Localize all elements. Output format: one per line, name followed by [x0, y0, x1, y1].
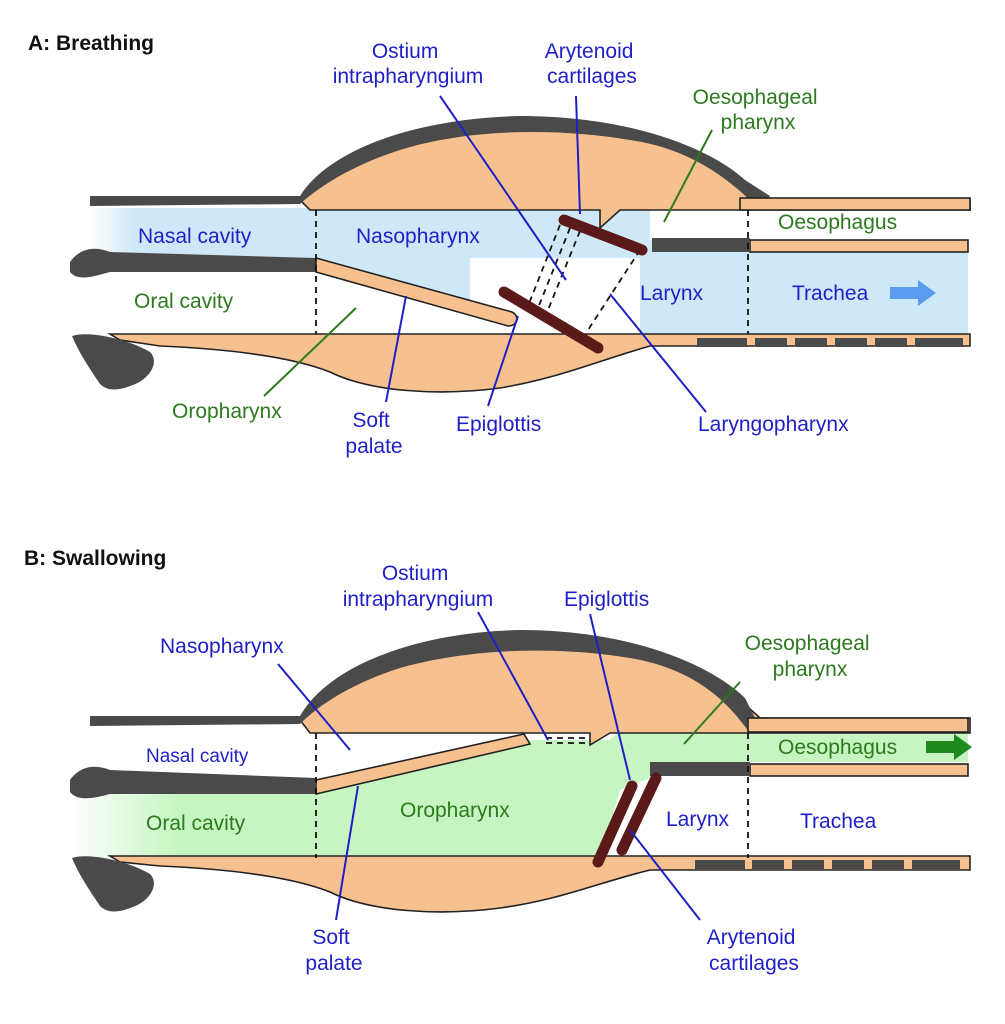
- pharynx-roof-wall-b: [90, 630, 760, 733]
- ostium-pointer-a: [439, 95, 567, 281]
- epiglottis-cartilage-a: [498, 286, 604, 354]
- ostium-dash-a3: [547, 230, 581, 311]
- oropharynx-label-b: Oropharynx: [400, 799, 510, 822]
- ostium-pointer-b: [477, 611, 549, 741]
- epiglottis-pointer-b: [589, 613, 631, 781]
- jaw-b: [72, 856, 154, 912]
- nasal-floor-b: [70, 766, 316, 799]
- tracheal-rings-a: [697, 338, 963, 347]
- oropharynx-label-a: Oropharynx: [172, 400, 282, 423]
- oesophagus-upper-wall-b: [747, 717, 969, 733]
- nasal-cavity-label-a: Nasal cavity: [138, 225, 252, 248]
- oesophageal-pharynx-label-a: Oesophageal pharynx: [693, 86, 824, 134]
- larynx-label-b: Larynx: [666, 808, 730, 831]
- larynx-label-a: Larynx: [640, 282, 704, 305]
- oral-cavity-label-b: Oral cavity: [146, 812, 246, 835]
- epiglottis-pointer-a: [487, 315, 519, 407]
- nasopharynx-label-a: Nasopharynx: [356, 225, 480, 248]
- ostium-dash-a1: [527, 224, 561, 307]
- nasopharynx-label-b: Nasopharynx: [160, 635, 284, 658]
- nasal-cavity-region-b: [80, 733, 530, 780]
- nasal-floor-a: [70, 248, 316, 278]
- tracheal-rings-b: [695, 860, 960, 869]
- panel-b-title: B: Swallowing: [24, 547, 166, 570]
- oesophageal-pharynx-label-b: Oesophageal pharynx: [745, 632, 876, 681]
- arytenoid-pointer-a: [575, 95, 581, 215]
- air-flow-arrow: [890, 280, 936, 306]
- oropharynx-pointer-a: [263, 307, 357, 397]
- nasal-cavity-label-b: Nasal cavity: [146, 746, 249, 767]
- oesophageal-floor-b: [650, 762, 750, 776]
- laryngopharynx-label-a: Laryngopharynx: [698, 413, 849, 436]
- trachea-label-a: Trachea: [792, 282, 869, 305]
- panel-b-swallowing: B: Swallowing: [24, 547, 972, 975]
- oesophageal-pharynx-pointer-a: [663, 129, 713, 223]
- oesophagus-lower-wall-a: [749, 239, 969, 253]
- jaw-a: [72, 334, 154, 390]
- arytenoid-pointer-b: [629, 829, 701, 921]
- oesophagus-label-a: Oesophagus: [778, 211, 897, 234]
- oral-cavity-region-a: [70, 272, 520, 336]
- food-flow-arrow: [926, 734, 972, 760]
- arytenoid-label-a: Arytenoid cartilages: [545, 40, 640, 88]
- panel-a-breathing: A: Breathing: [28, 32, 971, 458]
- epiglottis-cartilage-b: [592, 780, 638, 868]
- panel-a-title: A: Breathing: [28, 32, 154, 55]
- oesophagus-lower-wall-b: [749, 763, 969, 777]
- trachea-label-b: Trachea: [800, 810, 877, 833]
- oesophagus-channel-a: [650, 210, 968, 240]
- arytenoid-cartilage-b: [616, 772, 662, 856]
- foodflow-region-b: [70, 730, 968, 860]
- nasopharynx-pointer-b: [277, 663, 351, 751]
- oesophagus-upper-wall-a: [739, 197, 971, 211]
- ostium-label-a: Ostium intrapharyngium: [333, 40, 484, 88]
- pharynx-floor-tissue-a: [107, 333, 971, 393]
- ostium-label-b: Ostium intrapharyngium: [343, 562, 494, 611]
- soft-palate-pointer-b: [335, 785, 359, 921]
- larynx-region-b: [620, 776, 968, 858]
- oesophagus-label-b: Oesophagus: [778, 736, 897, 759]
- oesophageal-pharynx-pointer-b: [683, 681, 741, 745]
- ostium-dash-a2: [537, 227, 571, 309]
- arytenoid-label-b: Arytenoid cartilages: [707, 926, 802, 975]
- epiglottis-label-a: Epiglottis: [456, 413, 541, 436]
- laryngopharynx-pointer-a: [609, 293, 707, 413]
- epiglottis-label-b: Epiglottis: [564, 588, 649, 611]
- oral-cavity-label-a: Oral cavity: [134, 290, 234, 313]
- pharynx-roof-wall-a: [90, 116, 770, 210]
- oesophageal-floor-a: [652, 238, 750, 252]
- arytenoid-cartilage-a: [558, 214, 648, 256]
- soft-palate-label-a: Soft palate: [345, 409, 402, 458]
- soft-palate-pointer-a: [385, 295, 407, 403]
- boundary-dash-a3: [587, 249, 641, 331]
- pharynx-floor-tissue-b: [107, 855, 971, 913]
- soft-palate-label-b: Soft palate: [305, 926, 362, 975]
